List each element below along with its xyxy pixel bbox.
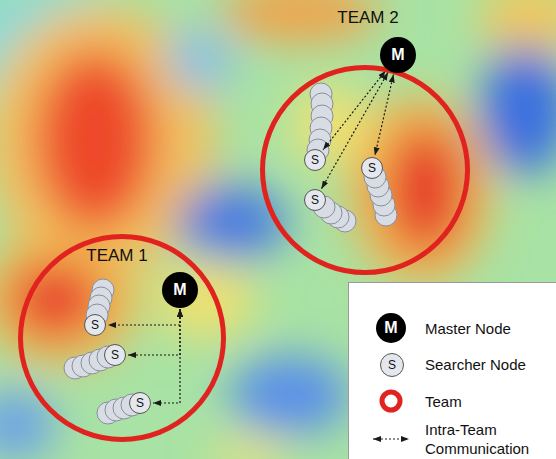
communication-link — [375, 74, 394, 155]
master-node: M — [162, 272, 198, 308]
heat-blob — [165, 30, 235, 90]
communication-link — [323, 71, 386, 150]
master-letter: M — [173, 282, 186, 298]
communication-link — [108, 309, 180, 325]
master-node: M — [380, 37, 416, 73]
heat-blob — [35, 50, 155, 230]
communication-link — [128, 309, 180, 355]
team-region: TEAM 1 M S S S — [18, 234, 226, 442]
searcher-node: S — [104, 344, 126, 366]
searcher-node: S — [304, 189, 326, 211]
legend-icon-letter: S — [388, 359, 396, 371]
heat-blob — [0, 390, 55, 459]
legend-arrow-line — [373, 438, 409, 439]
team-ring-circle — [263, 68, 468, 273]
searcher-letter: S — [111, 349, 119, 361]
searcher-node: S — [129, 392, 151, 414]
legend-master-icon: M — [376, 313, 406, 343]
team-title: TEAM 2 — [337, 8, 398, 28]
legend-searcher-icon: S — [380, 353, 404, 377]
searcher-letter: S — [368, 162, 376, 174]
searcher-letter: S — [136, 397, 144, 409]
searcher-node: S — [84, 314, 106, 336]
team-region: TEAM 2MSSS — [260, 65, 470, 275]
searcher-letter: S — [311, 194, 319, 206]
searcher-node: S — [361, 157, 383, 179]
searcher-node: S — [304, 149, 326, 171]
master-letter: M — [391, 47, 404, 63]
heat-blob — [387, 128, 463, 252]
legend-text: Master Node — [425, 319, 543, 338]
legend-team-ring — [369, 386, 413, 416]
heat-blob — [155, 260, 255, 340]
legend-icon-letter: M — [384, 320, 397, 336]
legend-ring — [382, 392, 400, 410]
team-ring — [18, 234, 226, 442]
heat-blob — [177, 184, 287, 260]
legend-box: M Master NodeS Searcher NodeTeamIntra-Team… — [348, 282, 556, 459]
searcher-letter: S — [311, 154, 319, 166]
team-ring-circle — [21, 237, 224, 440]
heat-blob — [210, 435, 290, 459]
team-title: TEAM 1 — [86, 246, 147, 266]
communication-link — [153, 309, 180, 403]
legend-text: Intra-Team Communication — [425, 420, 543, 458]
heat-blob — [480, 45, 556, 175]
legend-link-arrow — [369, 424, 413, 454]
communication-link — [321, 72, 388, 188]
legend-text: Team — [425, 392, 543, 411]
searcher-letter: S — [91, 319, 99, 331]
legend-text: Searcher Node — [425, 355, 543, 374]
heat-blob — [230, 355, 350, 435]
